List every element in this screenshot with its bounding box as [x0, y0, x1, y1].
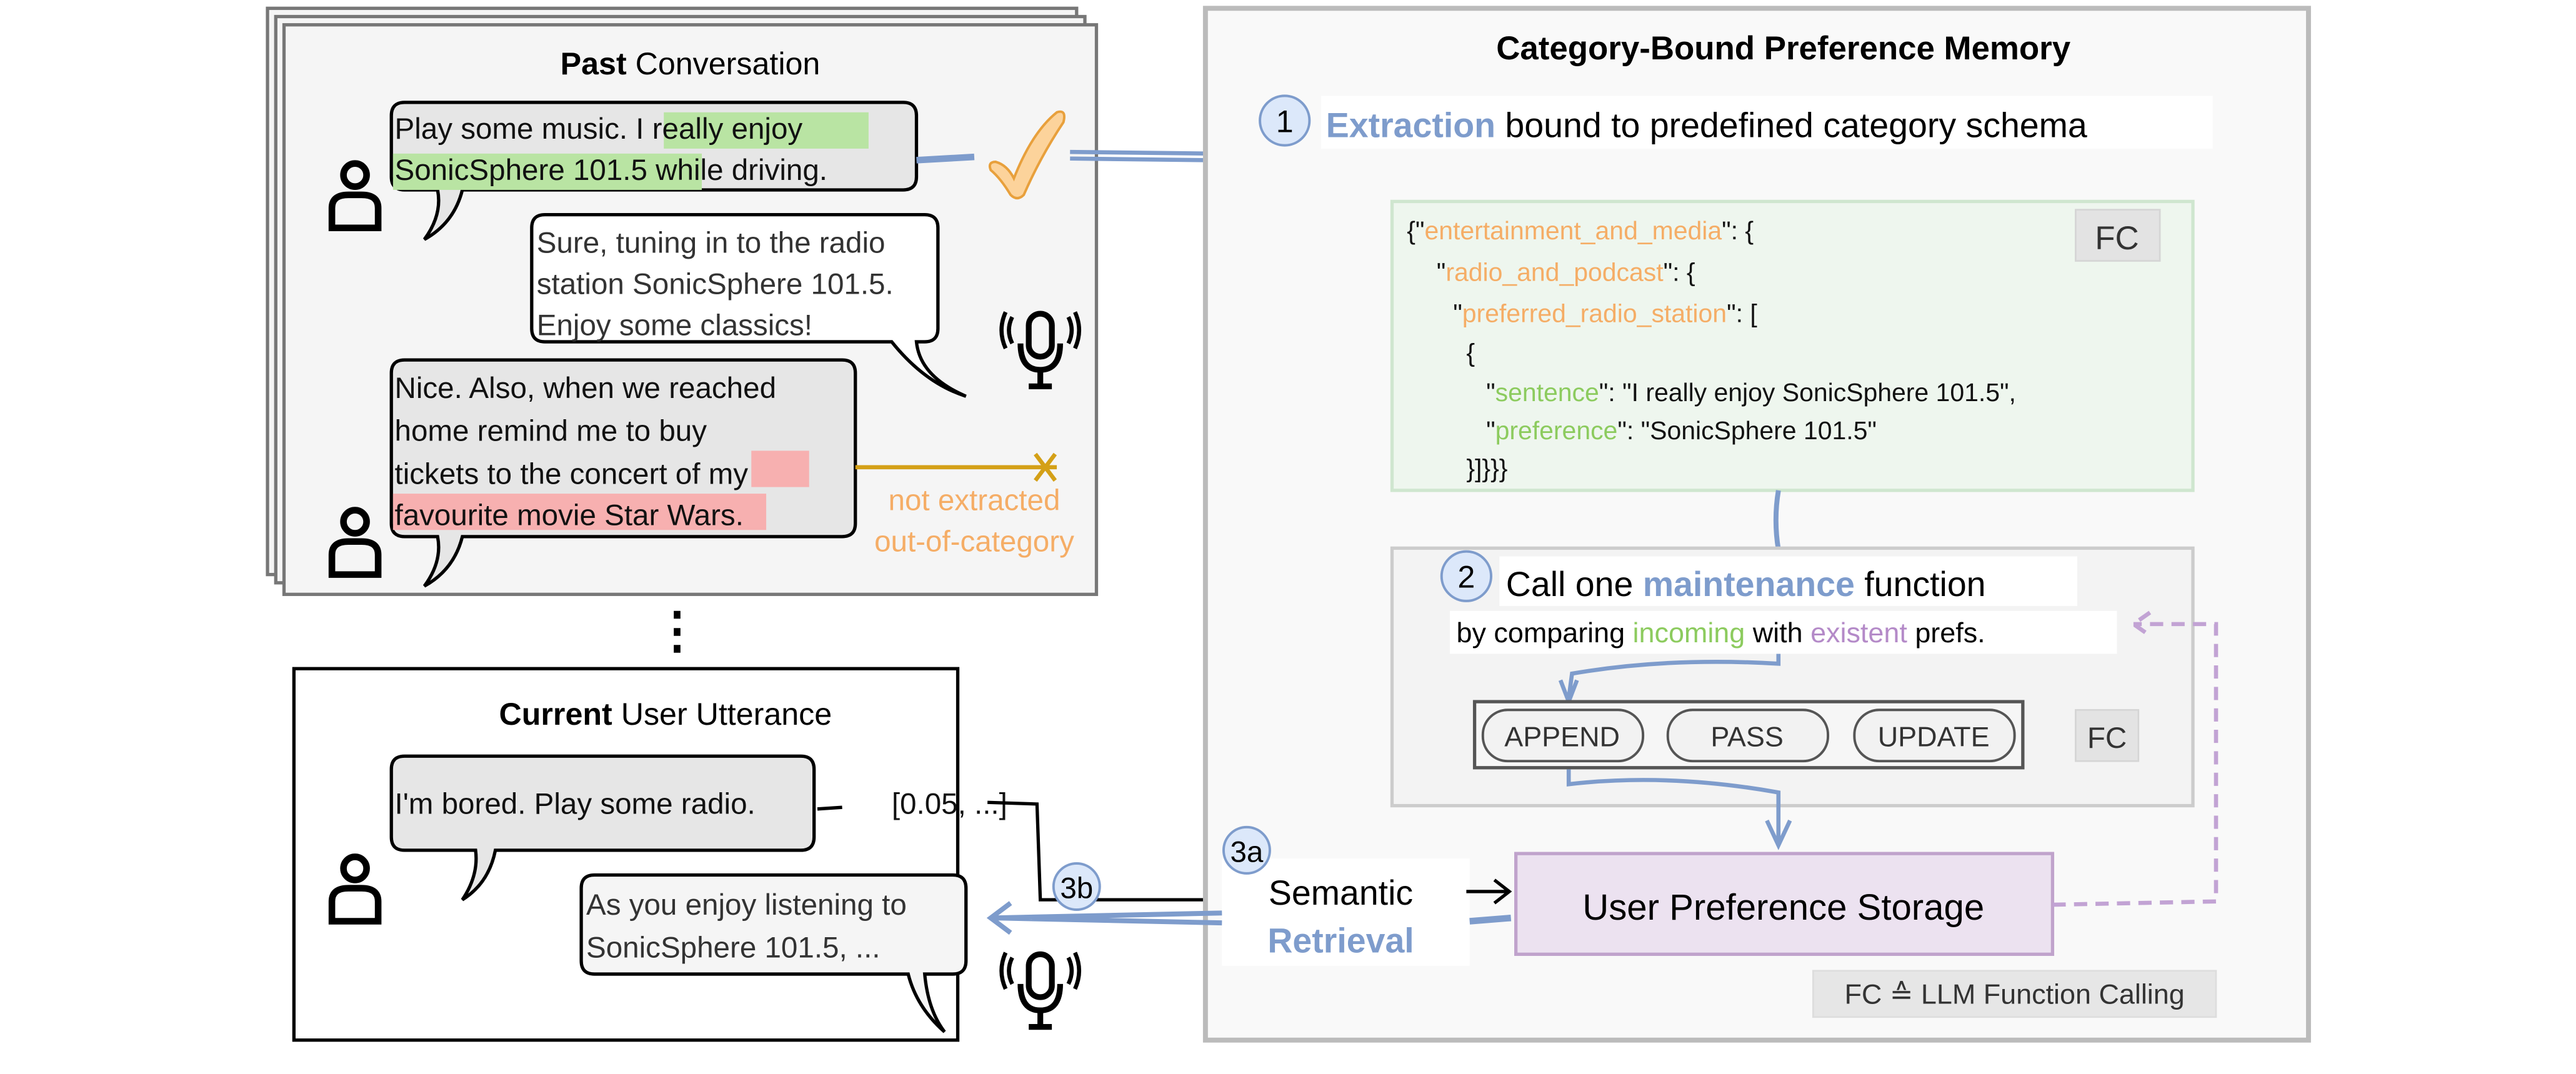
function-update: UPDATE — [1853, 709, 2016, 763]
memory-title: Category-Bound Preference Memory — [1496, 30, 2070, 67]
past-conversation-panel: Past Conversation Play some music. I rea… — [266, 6, 1099, 596]
fc-tag — [2075, 709, 2140, 762]
not-extracted-label: not extracted — [889, 484, 1061, 517]
microphone-icon — [1002, 953, 1079, 1027]
svg-text:}]}}}: }]}}} — [1466, 454, 1507, 483]
assistant-reply-1: Sure, tuning in to the radio station Son… — [530, 212, 967, 398]
svg-text:FC: FC — [2087, 722, 2127, 755]
svg-text:Play some music. I really enjo: Play some music. I really enjoy — [395, 112, 803, 146]
user-preference-storage: User Preference Storage — [1514, 852, 2055, 956]
svg-text:Retrieval: Retrieval — [1267, 922, 1414, 960]
preference-memory-panel: Category-Bound Preference Memory 1 Extra… — [986, 6, 2311, 1043]
function-pass: PASS — [1666, 709, 1830, 763]
svg-text:by comparing incoming with exi: by comparing incoming with existent pref… — [1457, 617, 1985, 649]
svg-text:Semantic: Semantic — [1269, 873, 1413, 912]
svg-text:Call one maintenance function: Call one maintenance function — [1506, 565, 1986, 604]
svg-text:"preferred_radio_station": [: "preferred_radio_station": [ — [1453, 299, 1757, 327]
step-2-maintenance: 2 Call one maintenance function by compa… — [1390, 546, 2195, 808]
fc-tag — [2075, 209, 2161, 262]
svg-text:As you enjoy listening to: As you enjoy listening to — [586, 888, 907, 922]
svg-text:User Preference Storage: User Preference Storage — [1582, 887, 1984, 928]
current-utterance-title: Current User Utterance — [499, 697, 832, 732]
extracted-json-box: FC {"entertainment_and_media": { "radio_… — [1390, 199, 2195, 492]
semantic-retrieval: Semantic Retrieval — [1222, 858, 1470, 966]
svg-text:tickets to the concert of my: tickets to the concert of my — [395, 457, 749, 490]
svg-text:1: 1 — [1276, 104, 1294, 139]
user-message-1: Play some music. I really enjoy SonicSph… — [389, 101, 919, 241]
ellipsis: ⋮ — [652, 602, 702, 658]
svg-text:Enjoy some classics!: Enjoy some classics! — [537, 309, 812, 342]
svg-text:favourite movie Star Wars.: favourite movie Star Wars. — [395, 499, 744, 532]
embedding-vector: [0.05, ...] — [892, 788, 1007, 821]
svg-text:PASS: PASS — [1710, 720, 1783, 752]
svg-text:APPEND: APPEND — [1504, 720, 1620, 752]
svg-text:FC: FC — [2095, 220, 2139, 257]
svg-text:"sentence": "I really enjoy So: "sentence": "I really enjoy SonicSphere … — [1486, 378, 2016, 407]
svg-text:"radio_and_podcast": {: "radio_and_podcast": { — [1437, 257, 1695, 286]
past-conversation-title: Past Conversation — [561, 46, 821, 81]
svg-text:UPDATE: UPDATE — [1878, 720, 1990, 752]
svg-text:Nice. Also, when we reached: Nice. Also, when we reached — [395, 372, 777, 405]
svg-text:SonicSphere 101.5 while drivin: SonicSphere 101.5 while driving. — [395, 154, 828, 187]
svg-text:I'm bored. Play some radio.: I'm bored. Play some radio. — [395, 788, 756, 821]
assistant-current-reply: As you enjoy listening to SonicSphere 10… — [579, 873, 968, 1033]
user-current-message: I'm bored. Play some radio. — [389, 754, 816, 902]
svg-text:Extraction bound to predefined: Extraction bound to predefined category … — [1326, 106, 2087, 144]
svg-text:{"entertainment_and_media": {: {"entertainment_and_media": { — [1407, 216, 1754, 245]
current-utterance-panel: Current User Utterance I'm bored. Play s… — [292, 667, 1222, 1042]
checkmark-icon — [988, 110, 1066, 200]
cross-icon — [1034, 452, 1057, 482]
svg-text:SonicSphere 101.5, ...: SonicSphere 101.5, ... — [586, 932, 881, 965]
fc-legend: FC ≙ LLM Function Calling — [1812, 970, 2217, 1018]
svg-text:2: 2 — [1457, 560, 1475, 595]
user-message-2: Nice. Also, when we reached home remind … — [389, 358, 857, 588]
function-append: APPEND — [1481, 709, 1645, 763]
step-3b-label: 3b — [1060, 872, 1093, 905]
out-of-category-label: out-of-category — [874, 525, 1074, 559]
svg-text:"preference": "SonicSphere 101: "preference": "SonicSphere 101.5" — [1486, 416, 1877, 445]
step-1-extraction: 1 Extraction bound to predefined categor… — [1259, 94, 2213, 149]
svg-text:{: { — [1466, 339, 1475, 367]
svg-text:Sure, tuning in to the radio: Sure, tuning in to the radio — [537, 226, 886, 259]
svg-text:FC ≙ LLM Function Calling: FC ≙ LLM Function Calling — [1844, 978, 2184, 1010]
svg-text:home remind me to buy: home remind me to buy — [395, 415, 707, 448]
step-3a-label: 3a — [1230, 835, 1263, 868]
svg-text:station SonicSphere 101.5.: station SonicSphere 101.5. — [537, 267, 894, 301]
